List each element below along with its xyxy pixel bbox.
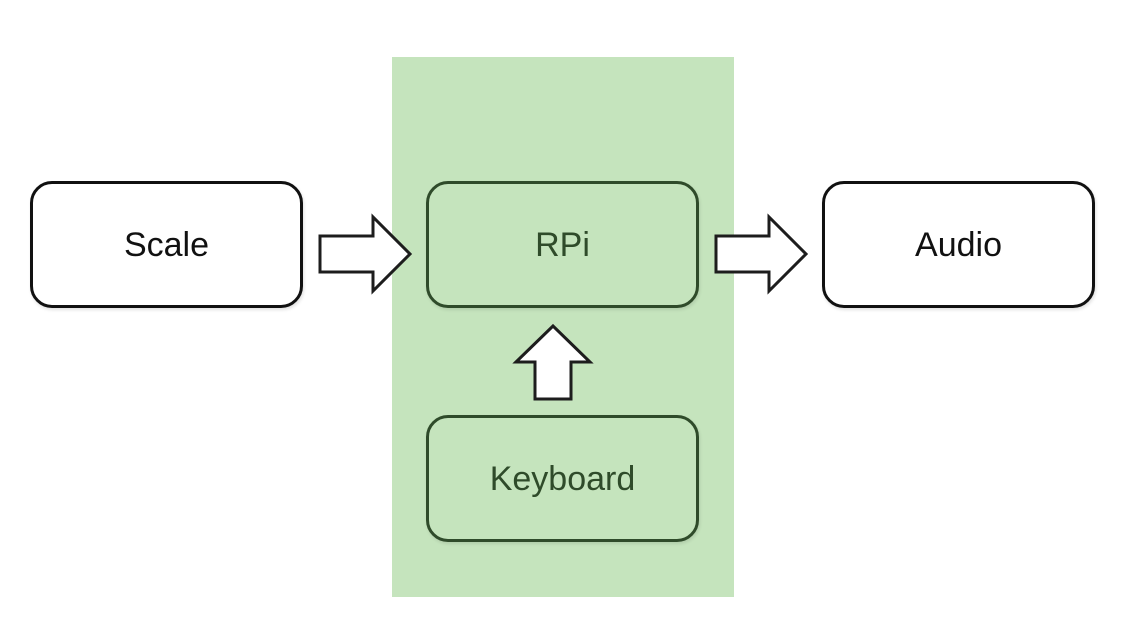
keyboard-node: Keyboard bbox=[426, 415, 699, 542]
audio-label: Audio bbox=[915, 225, 1002, 264]
rpi-to-audio-arrow bbox=[714, 213, 809, 295]
scale-label: Scale bbox=[123, 225, 210, 264]
keyboard-to-rpi-arrow bbox=[512, 323, 594, 401]
keyboard-label: Keyboard bbox=[489, 459, 636, 498]
scale-to-rpi-arrow bbox=[318, 213, 413, 295]
rpi-label: RPi bbox=[535, 225, 590, 264]
audio-node: Audio bbox=[822, 181, 1095, 308]
rpi-node: RPi bbox=[426, 181, 699, 308]
scale-node: Scale bbox=[30, 181, 303, 308]
